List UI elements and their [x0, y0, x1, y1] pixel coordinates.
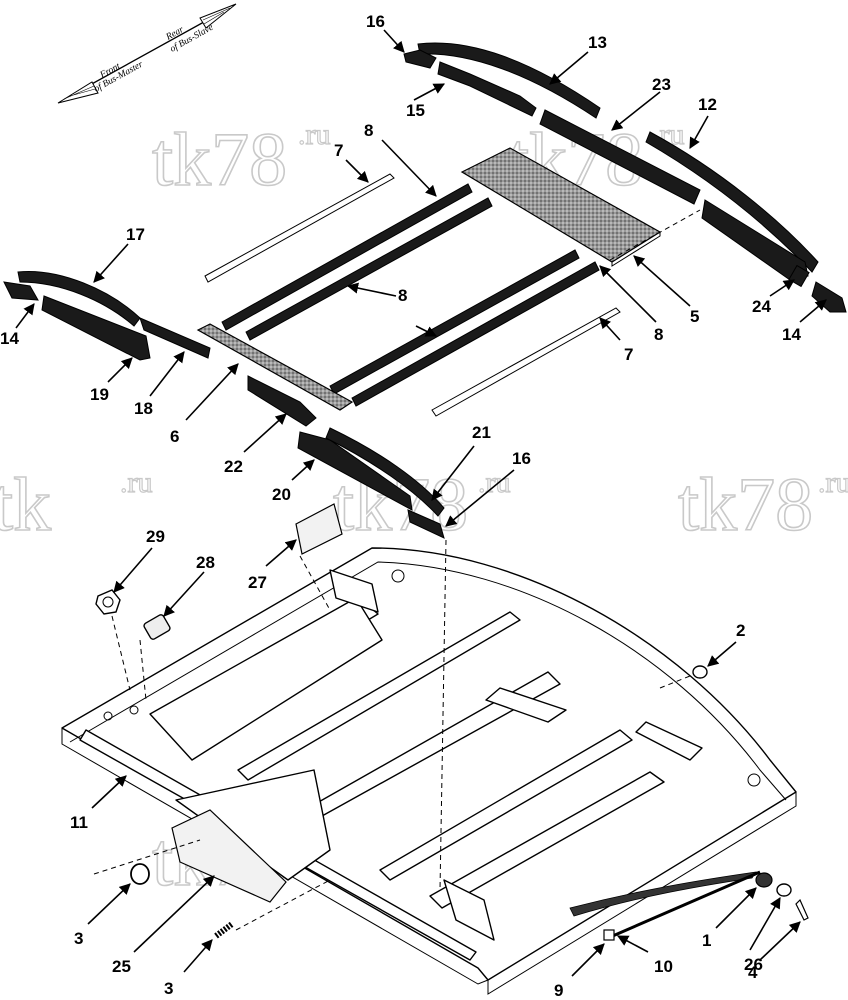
watermark-6: tk78 .ru: [677, 462, 848, 548]
roof-frame-assembly: [61, 547, 809, 995]
part-18-trim: [139, 317, 211, 359]
part-14-end-right: [811, 281, 847, 313]
callout-14-right: 14: [782, 325, 801, 344]
callouts: 16 13 15 23 12 8 7 17 14 8 5 19 18 24 14…: [0, 12, 827, 1000]
callout-29: 29: [146, 527, 165, 546]
part-16-clip: [403, 49, 437, 69]
part-25-plate: [171, 809, 287, 903]
part-23-strip: [539, 109, 701, 205]
callout-22: 22: [224, 457, 243, 476]
callout-13: 13: [588, 33, 607, 52]
part-7-strip-upper: [204, 173, 395, 283]
part-4-cotter-pin-icon: [795, 898, 809, 921]
callout-6: 6: [170, 427, 179, 446]
callout-28: 28: [196, 553, 215, 572]
callout-24: 24: [752, 297, 771, 316]
callout-9: 9: [554, 981, 563, 1000]
callout-7-right: 7: [624, 345, 633, 364]
part-19-trim: [41, 295, 151, 361]
callout-19: 19: [90, 385, 109, 404]
callout-12: 12: [698, 95, 717, 114]
alignment-lines: [93, 209, 701, 931]
roof-panel-parts: [3, 42, 847, 555]
part-22-trim: [247, 375, 317, 427]
callout-16-top: 16: [366, 12, 385, 31]
callout-15: 15: [406, 101, 425, 120]
part-26-washer-icon: [776, 883, 792, 897]
callout-16-lower: 16: [512, 449, 531, 468]
watermark-1: tk78 .ru: [151, 117, 331, 203]
svg-text:.ru: .ru: [120, 466, 153, 499]
callout-18: 18: [134, 399, 153, 418]
callout-3-ring: 3: [74, 929, 83, 948]
callout-8-mid: 8: [398, 286, 407, 305]
part-6-mesh-strip: [196, 323, 354, 411]
part-27-plate: [295, 503, 343, 555]
callout-1: 1: [702, 931, 711, 950]
callout-10: 10: [654, 957, 673, 976]
part-3-spring-icon: [214, 921, 234, 939]
svg-text:.ru: .ru: [298, 118, 331, 151]
direction-indicator: Front of Bus-Master Rear of Bus-Slave: [57, 3, 237, 104]
svg-text:tk78: tk78: [152, 118, 287, 202]
callout-8-top: 8: [364, 121, 373, 140]
svg-text:tk: tk: [0, 463, 51, 547]
part-1-grommet-icon: [755, 872, 773, 888]
part-17-trim: [17, 271, 141, 327]
callout-26: 26: [744, 955, 763, 974]
front-arrow-icon: [57, 81, 99, 104]
part-10-rod-icon: [569, 871, 757, 917]
part-8-strip-1: [221, 183, 473, 331]
callout-11: 11: [70, 813, 88, 832]
part-15-bracket: [437, 61, 537, 117]
part-2-washer-icon: [692, 665, 708, 679]
callout-21: 21: [472, 423, 491, 442]
part-8-strip-2: [245, 197, 493, 341]
part-3-ring-icon: [130, 863, 150, 885]
callout-8-right: 8: [654, 325, 663, 344]
watermark-4: tk78 .ru: [119, 465, 153, 499]
callout-4: 4: [748, 963, 758, 982]
svg-text:tk78: tk78: [678, 463, 813, 547]
callout-25: 25: [112, 957, 131, 976]
part-28-bushing-icon: [143, 614, 171, 640]
part-7-strip-lower: [431, 307, 621, 417]
part-9-clip-icon: [603, 929, 615, 941]
callout-7-top: 7: [334, 141, 343, 160]
rear-arrow-icon: [199, 3, 237, 29]
callout-27: 27: [248, 573, 267, 592]
callout-20: 20: [272, 485, 291, 504]
part-13-trim: [417, 42, 601, 119]
callout-3-spring: 3: [164, 979, 173, 998]
part-21-trim: [325, 427, 445, 517]
watermark-3: tk: [0, 462, 52, 548]
svg-text:.ru: .ru: [818, 466, 848, 499]
callout-17: 17: [126, 225, 145, 244]
part-8-strip-4: [351, 261, 600, 407]
callout-14-left: 14: [0, 329, 19, 348]
part-20-trim: [297, 431, 413, 511]
callout-23: 23: [652, 75, 671, 94]
part-14-end-left: [3, 281, 39, 301]
part-16-clip-lower: [407, 509, 445, 539]
svg-text:.ru: .ru: [478, 466, 511, 499]
callout-2: 2: [736, 621, 745, 640]
callout-5: 5: [690, 307, 699, 326]
